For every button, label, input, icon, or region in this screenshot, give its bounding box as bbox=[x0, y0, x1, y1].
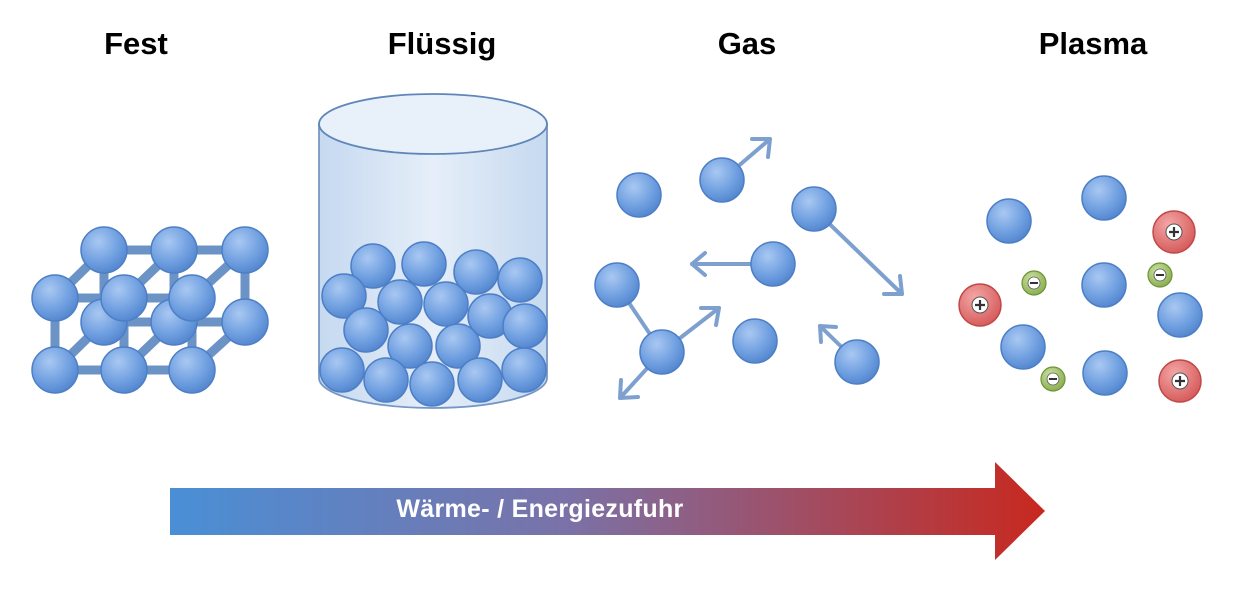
title-gas: Gas bbox=[717, 26, 777, 61]
solid-particles-front bbox=[31, 274, 216, 394]
energy-arrow bbox=[170, 462, 1045, 560]
plus-icon bbox=[1152, 210, 1196, 254]
plus-icon bbox=[1158, 359, 1202, 403]
solid-lattice-bonds bbox=[50, 245, 250, 375]
title-fest: Fest bbox=[104, 26, 168, 61]
plasma-negative-ions bbox=[1021, 262, 1173, 392]
gas-particles bbox=[594, 157, 880, 385]
plasma-particles bbox=[986, 175, 1203, 396]
plus-icon bbox=[958, 283, 1002, 327]
minus-icon bbox=[1021, 270, 1047, 296]
plasma-positive-ions bbox=[958, 210, 1202, 403]
minus-icon bbox=[1040, 366, 1066, 392]
title-plasma: Plasma bbox=[1038, 26, 1148, 61]
minus-icon bbox=[1147, 262, 1173, 288]
energy-arrow-label: Wärme- / Energiezufuhr bbox=[396, 495, 684, 523]
liquid-particles bbox=[319, 241, 548, 407]
title-fluessig: Flüssig bbox=[387, 26, 497, 61]
